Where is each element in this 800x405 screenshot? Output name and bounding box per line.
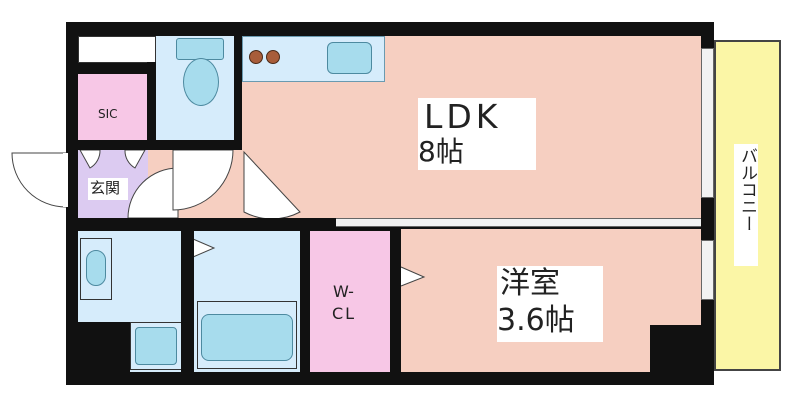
washbasin-icon (86, 250, 106, 286)
entrance-label-box (88, 178, 128, 200)
ldk-name: LDK (424, 97, 502, 136)
toilet-door-swing-icon (172, 149, 234, 211)
toilet-bowl-icon (183, 58, 219, 106)
ldk-label-box (418, 98, 536, 170)
ldk-door-swing-icon (243, 150, 301, 220)
wall-wash-bath (181, 229, 194, 372)
sic-door-right-icon (124, 149, 146, 169)
western-label-box (497, 266, 603, 342)
stove-burner-right-icon (266, 50, 280, 64)
shoe-in-closet (78, 74, 147, 140)
balcony-window-lower[interactable] (701, 240, 714, 300)
western-name: 洋室 (500, 266, 560, 301)
balcony-window-upper[interactable] (701, 48, 714, 198)
storage-shelf (78, 36, 156, 63)
walk-in-closet (310, 231, 390, 372)
wall-wcl-western (390, 229, 401, 372)
ldk-size: 8帖 (418, 135, 464, 168)
washing-machine-pan-icon (135, 327, 177, 365)
wall-shelf-bottom (66, 63, 156, 74)
sic-door-left-icon (79, 149, 101, 169)
bath-door-arrow-icon (192, 238, 216, 258)
front-door-opening[interactable] (63, 153, 68, 207)
door-swing-arrow-icon (400, 266, 426, 287)
wall-ldk-western-right (701, 200, 714, 240)
entrance-door-swing-icon (11, 152, 67, 208)
wall-wet-horizontal (66, 218, 336, 229)
wall-sic-right (147, 62, 156, 140)
wall-toilet-right (234, 22, 242, 140)
wcl-line2: CL (332, 304, 357, 323)
entrance-name: 玄関 (90, 179, 121, 197)
stove-burner-left-icon (249, 50, 263, 64)
washroom-wall-block (78, 322, 130, 372)
bathtub-basin-icon (201, 314, 293, 361)
balcony-label-box (734, 144, 758, 266)
western-room-pillar (650, 325, 701, 372)
wcl-line1: W- (333, 282, 354, 301)
sliding-door[interactable] (333, 218, 701, 227)
kitchen-sink-icon (327, 42, 372, 74)
hall-door-swing-icon (127, 167, 179, 219)
western-size: 3.6帖 (497, 303, 575, 338)
wall-bath-wcl (300, 229, 310, 372)
balcony-name: バルコニー (737, 147, 757, 232)
wall-sic-bottom (66, 140, 242, 150)
sic-name: SIC (98, 107, 118, 121)
